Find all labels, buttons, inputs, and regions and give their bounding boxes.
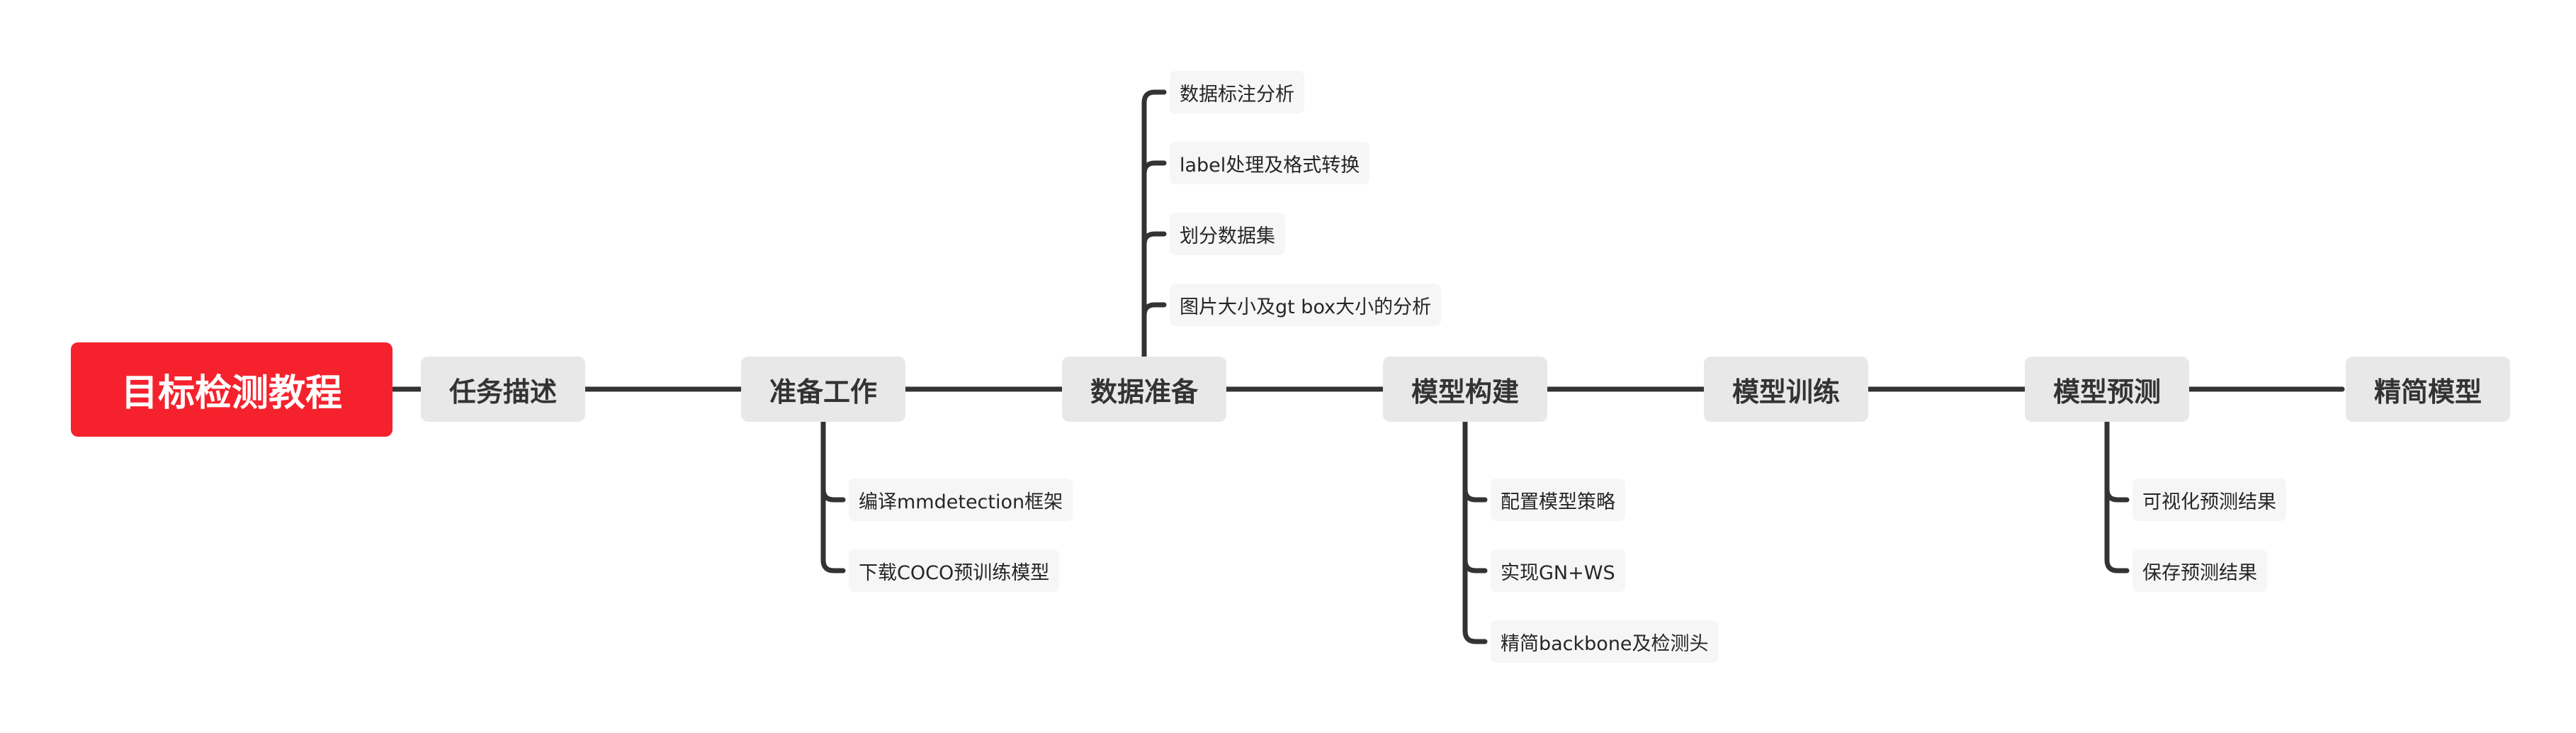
topic-model-prediction[interactable]: 模型预测 xyxy=(2025,357,2189,422)
branch-model-1 xyxy=(1462,486,1488,503)
subtopic-label-conversion[interactable]: label处理及格式转换 xyxy=(1170,142,1370,184)
branch-prep-1 xyxy=(820,486,846,503)
branch-predict-1 xyxy=(2104,486,2130,503)
topic-data-preparation[interactable]: 数据准备 xyxy=(1062,357,1226,422)
branch-data-2 xyxy=(1141,160,1167,177)
subtopic-split-dataset[interactable]: 划分数据集 xyxy=(1170,213,1285,255)
subtopic-save-results[interactable]: 保存预测结果 xyxy=(2132,549,2267,592)
subtopic-size-analysis[interactable]: 图片大小及gt box大小的分析 xyxy=(1170,284,1442,326)
subtopic-slim-backbone[interactable]: 精简backbone及检测头 xyxy=(1491,620,1719,663)
branch-model-2 xyxy=(1462,557,1488,573)
subtopic-compile-mmdetection[interactable]: 编译mmdetection框架 xyxy=(849,479,1073,521)
topic-preparation[interactable]: 准备工作 xyxy=(741,357,905,422)
subtopic-visualize-results[interactable]: 可视化预测结果 xyxy=(2132,479,2286,521)
topic-model-building[interactable]: 模型构建 xyxy=(1383,357,1547,422)
topic-model-training[interactable]: 模型训练 xyxy=(1704,357,1868,422)
branch-predict xyxy=(2104,419,2130,573)
topic-task-description[interactable]: 任务描述 xyxy=(421,357,585,422)
branch-data xyxy=(1141,89,1167,359)
branch-data-3 xyxy=(1141,231,1167,247)
subtopic-model-strategy[interactable]: 配置模型策略 xyxy=(1491,479,1625,521)
subtopic-gn-ws[interactable]: 实现GN+WS xyxy=(1491,549,1625,592)
subtopic-annotation-analysis[interactable]: 数据标注分析 xyxy=(1170,71,1304,113)
subtopic-download-coco-model[interactable]: 下载COCO预训练模型 xyxy=(849,549,1060,592)
branch-model xyxy=(1462,419,1488,644)
topic-model-slimming[interactable]: 精简模型 xyxy=(2346,357,2510,422)
branch-data-4 xyxy=(1141,302,1167,318)
branch-prep xyxy=(820,419,846,573)
root-node[interactable]: 目标检测教程 xyxy=(71,342,392,437)
